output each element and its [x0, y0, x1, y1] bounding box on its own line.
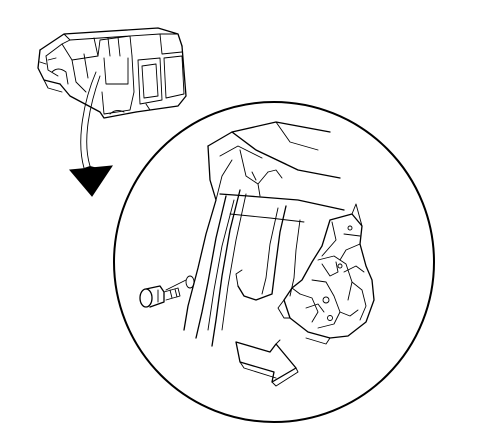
curved-arrow-icon	[69, 71, 113, 197]
direction-arrow-icon	[235, 339, 299, 387]
detail-view-circle	[113, 101, 435, 423]
detail-view	[139, 121, 375, 387]
van-icon	[37, 27, 187, 119]
screw-icon	[139, 285, 181, 308]
